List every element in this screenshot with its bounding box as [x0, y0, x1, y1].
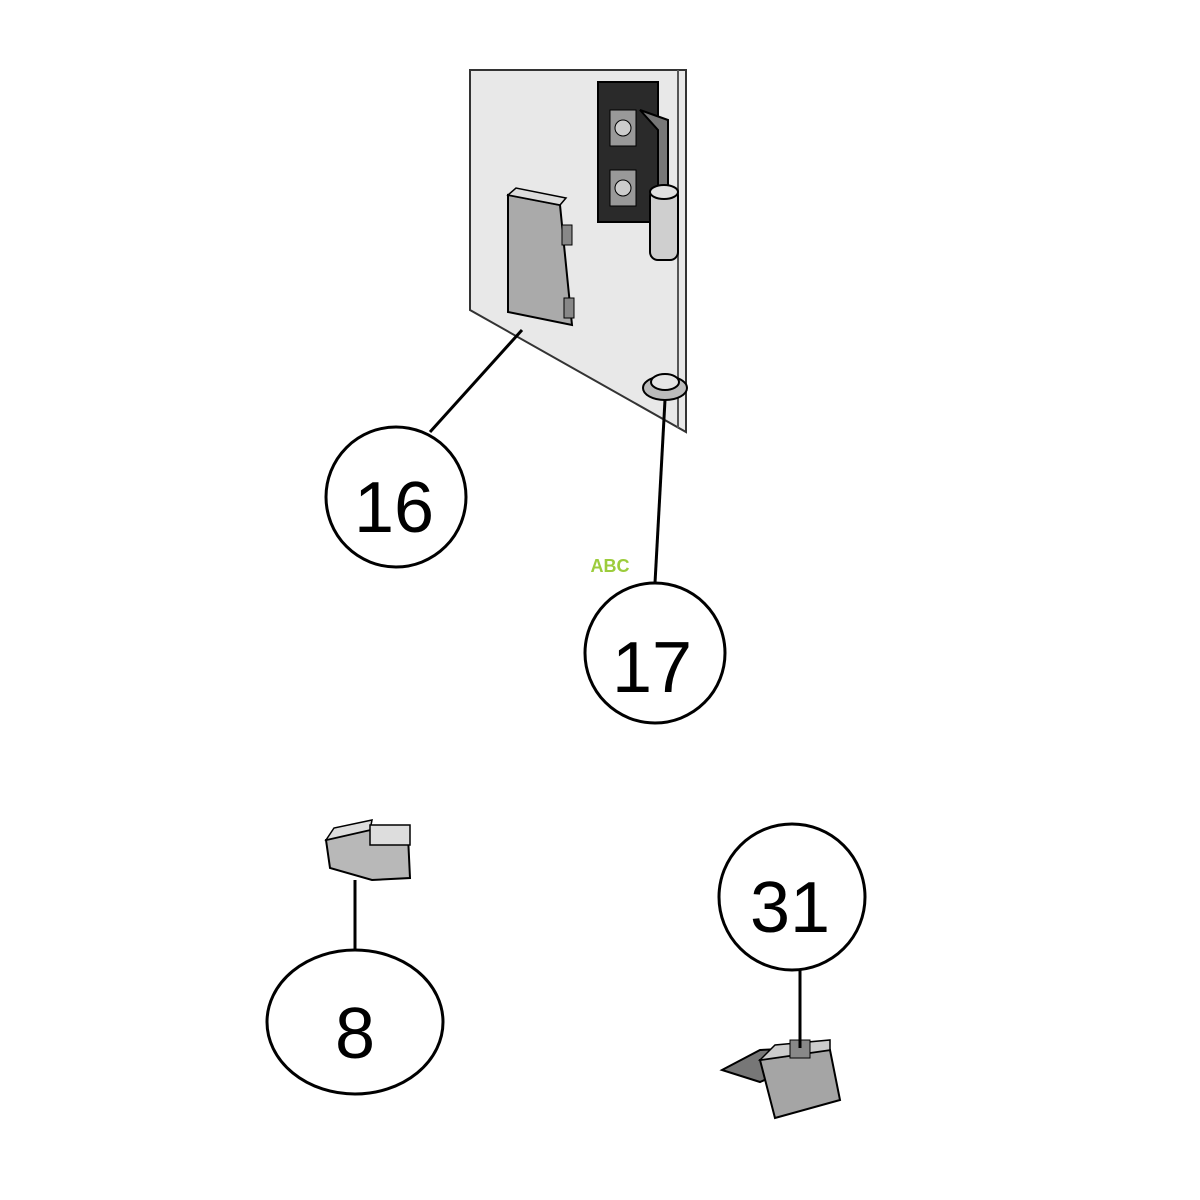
- watermark: ABC: [591, 556, 630, 576]
- callout-17: 17: [583, 581, 727, 725]
- part-31-clip: [719, 1039, 842, 1120]
- callout-8: 8: [265, 948, 445, 1096]
- svg-text:16: 16: [354, 468, 434, 548]
- part-16-cover: [506, 187, 575, 327]
- part-8-clip: [324, 819, 412, 882]
- svg-text:31: 31: [750, 868, 830, 948]
- callout-31: 31: [717, 822, 867, 972]
- hinge-part: [597, 81, 679, 261]
- svg-text:8: 8: [335, 994, 375, 1074]
- leader-lines: [353, 328, 802, 1048]
- svg-text:17: 17: [612, 628, 692, 708]
- callout-16: 16: [324, 425, 468, 569]
